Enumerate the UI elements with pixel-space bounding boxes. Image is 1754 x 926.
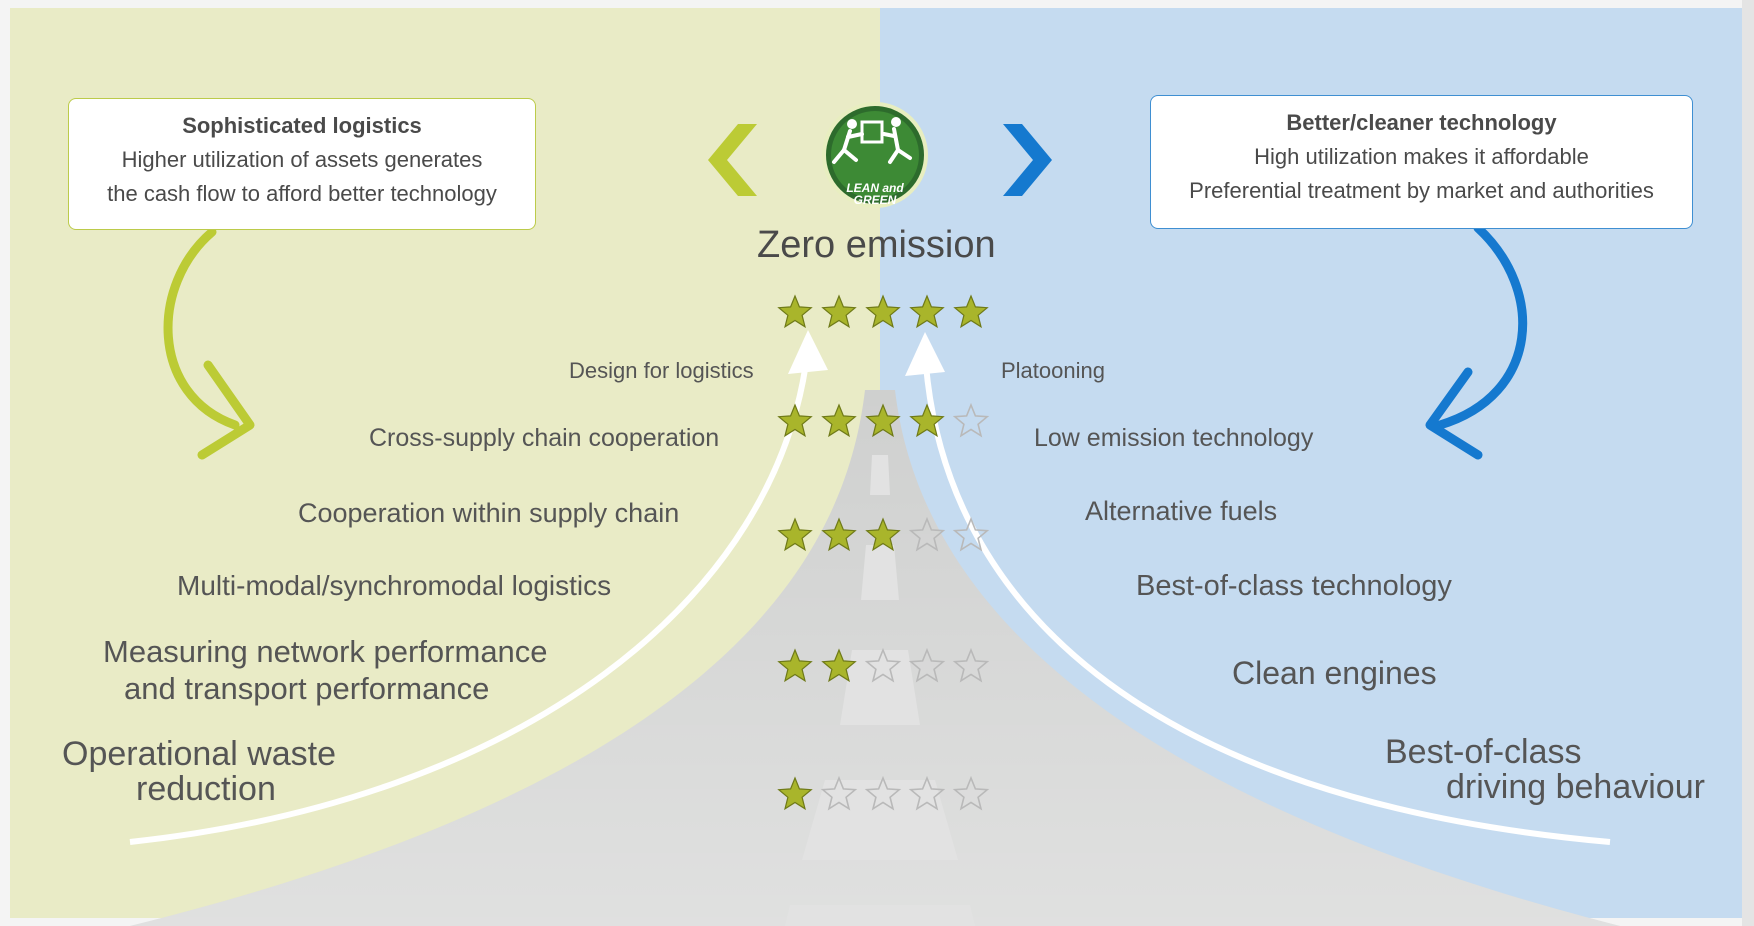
zero-emission-title: Zero emission [757, 224, 996, 266]
left-item-measuring-line1: Measuring network performance [103, 634, 548, 669]
left-box-title: Sophisticated logistics [182, 113, 422, 138]
green-arrowhead [197, 360, 255, 460]
star-empty-icon [820, 775, 858, 811]
star-empty-icon [952, 402, 990, 438]
running-figures-icon [832, 117, 912, 164]
right-item-driving-line2: driving behaviour [1446, 768, 1705, 806]
star-empty-icon [864, 647, 902, 683]
right-box-line1: High utilization makes it affordable [1254, 144, 1589, 169]
right-box-title: Better/cleaner technology [1286, 110, 1557, 135]
green-curve-arrow [163, 227, 240, 430]
road-center-dashes [785, 455, 975, 926]
star-empty-icon [864, 775, 902, 811]
logo-text-line1: LEAN and [846, 181, 904, 195]
right-item-platooning: Platooning [1001, 358, 1105, 383]
star-rating-row [775, 401, 1001, 446]
stars-svg [777, 647, 990, 683]
stars-svg [777, 775, 990, 811]
star-rating-row [775, 292, 1001, 337]
star-filled-icon [909, 403, 945, 438]
star-filled-icon [909, 294, 945, 329]
star-empty-icon [908, 516, 946, 552]
star-rating-row [775, 515, 1001, 560]
star-filled-icon [777, 294, 813, 329]
star-filled-icon [821, 294, 857, 329]
star-filled-icon [821, 648, 857, 683]
right-box-line2: Preferential treatment by market and aut… [1189, 178, 1654, 203]
right-item-best-of-class-tech: Best-of-class technology [1136, 570, 1452, 602]
star-filled-icon [953, 294, 989, 329]
stars-svg [777, 516, 990, 552]
right-item-driving-line1: Best-of-class [1385, 733, 1582, 771]
logo-text: LEAN and GREEN [823, 182, 927, 206]
sophisticated-logistics-box: Sophisticated logistics Higher utilizati… [68, 98, 536, 230]
left-item-design-for-logistics: Design for logistics [569, 358, 754, 383]
right-edge-strip [1742, 0, 1754, 926]
star-filled-icon [777, 776, 813, 811]
blue-arrowhead [1425, 367, 1483, 460]
star-filled-icon [777, 517, 813, 552]
star-rating-row [775, 646, 1001, 691]
left-box-line2: the cash flow to afford better technolog… [107, 181, 497, 206]
left-white-curve [129, 347, 811, 845]
blue-chevron-right-icon [1003, 124, 1052, 196]
right-item-alternative-fuels: Alternative fuels [1085, 496, 1278, 526]
right-item-low-emission: Low emission technology [1034, 424, 1314, 452]
left-item-cooperation-within: Cooperation within supply chain [298, 498, 680, 528]
left-item-waste-line1: Operational waste [62, 735, 337, 773]
star-empty-icon [908, 647, 946, 683]
star-rating-row [775, 774, 1001, 819]
left-white-arrowhead [788, 330, 828, 374]
stars-svg [777, 402, 990, 438]
left-item-measuring-line2: and transport performance [124, 671, 490, 706]
star-filled-icon [821, 517, 857, 552]
left-item-waste-line2: reduction [136, 770, 276, 808]
right-item-clean-engines: Clean engines [1232, 655, 1437, 691]
blue-curve-arrow [1435, 223, 1528, 430]
left-item-multimodal: Multi-modal/synchromodal logistics [177, 570, 612, 601]
star-empty-icon [952, 775, 990, 811]
better-technology-box: Better/cleaner technology High utilizati… [1150, 95, 1693, 229]
right-white-curve [922, 351, 1611, 845]
left-item-cross-supply-chain: Cross-supply chain cooperation [369, 424, 720, 452]
star-filled-icon [777, 648, 813, 683]
star-filled-icon [865, 403, 901, 438]
left-box-line1: Higher utilization of assets generates [121, 147, 483, 172]
star-filled-icon [777, 403, 813, 438]
right-white-arrowhead [905, 332, 945, 376]
star-empty-icon [952, 647, 990, 683]
star-filled-icon [865, 517, 901, 552]
star-empty-icon [952, 516, 990, 552]
star-filled-icon [865, 294, 901, 329]
star-filled-icon [821, 403, 857, 438]
logo-text-line2: GREEN [853, 193, 897, 207]
green-chevron-left-icon [708, 124, 757, 196]
stars-svg [777, 294, 989, 329]
star-empty-icon [908, 775, 946, 811]
